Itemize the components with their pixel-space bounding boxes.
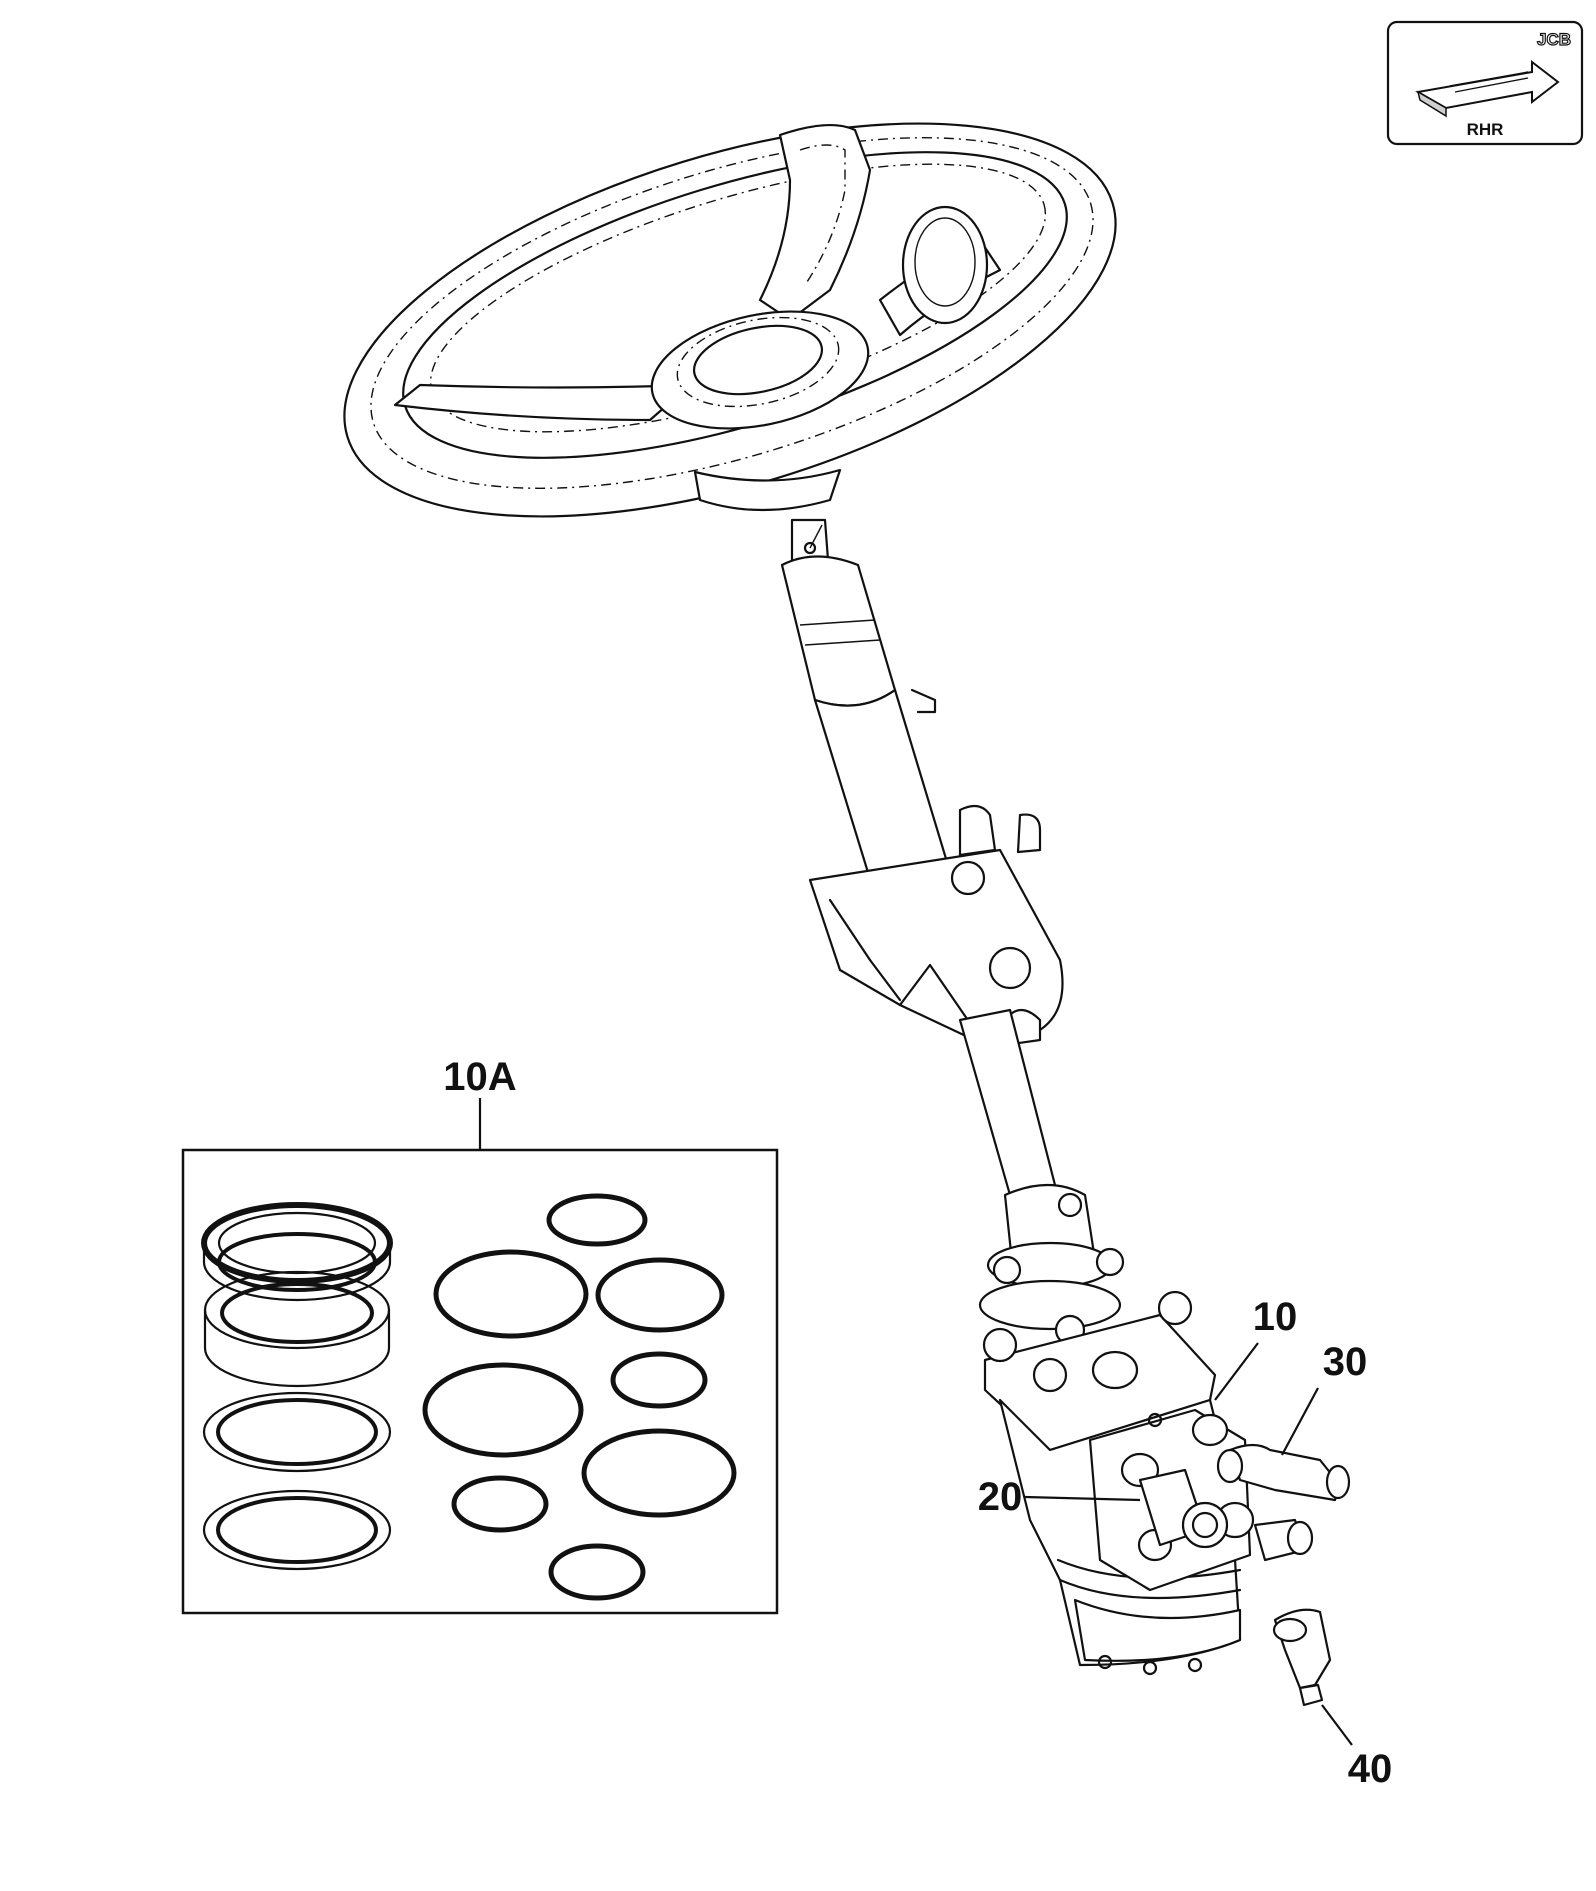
callout-30: 30: [1323, 1340, 1368, 1384]
flat-ring-upper: [202, 1391, 392, 1473]
shaft-seal-lower: [203, 1270, 391, 1388]
badge-logo: JCB: [1537, 30, 1571, 49]
arrow-direction-icon: [1415, 59, 1560, 118]
column-mount-bracket: [808, 848, 1064, 1047]
steering-wheel: [343, 122, 1117, 518]
leader-30: [1281, 1387, 1319, 1456]
callout-10a: 10A: [443, 1055, 516, 1099]
o-ring-6: [581, 1428, 737, 1518]
seal-kit-frame: [181, 1148, 779, 1615]
straight-fitting: [1253, 1518, 1314, 1562]
flat-ring-lower: [202, 1489, 392, 1571]
o-ring-1: [546, 1193, 648, 1247]
seal-kit-box: [181, 1148, 779, 1615]
callout-20: 20: [978, 1475, 1023, 1519]
unit-end-cap: [1073, 1598, 1242, 1662]
o-ring-7: [451, 1475, 549, 1533]
wheel-spoke-upper: [758, 123, 872, 322]
elbow-fitting-30: [1216, 1443, 1351, 1502]
leader-40: [1321, 1704, 1353, 1746]
leader-10: [1214, 1342, 1259, 1401]
o-ring-4: [422, 1362, 584, 1458]
horn-button: [692, 324, 824, 396]
leader-20: [1024, 1495, 1141, 1502]
bracket-bolt-upper: [950, 860, 986, 896]
steering-column: [780, 518, 1125, 1346]
bracket-bolt-lower: [988, 946, 1032, 990]
elbow-fitting-40: [1272, 1608, 1332, 1707]
o-ring-3: [595, 1257, 725, 1333]
steering-unit: [982, 1290, 1255, 1676]
callout-10: 10: [1253, 1295, 1298, 1339]
o-ring-5: [610, 1351, 708, 1409]
adapter-fitting-20: [1138, 1468, 1229, 1549]
badge-label: RHR: [1467, 120, 1504, 139]
callout-40: 40: [1348, 1747, 1393, 1791]
o-ring-8: [548, 1543, 646, 1601]
orientation-badge: JCB RHR: [1386, 20, 1584, 146]
o-ring-2: [433, 1249, 589, 1339]
column-upper-tube: [780, 555, 897, 707]
